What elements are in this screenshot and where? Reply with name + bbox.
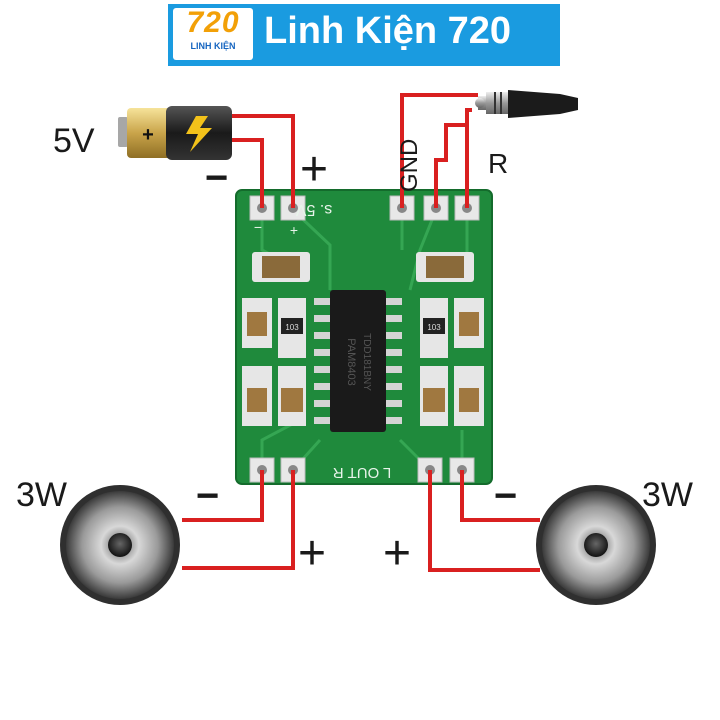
chip-label-2: TDD181BNY [361,333,372,391]
chip-pin-left [314,383,330,390]
logo-text: LINH KIỆN [190,41,236,51]
chip-pin-right [386,366,402,373]
right-speaker [536,485,656,605]
wire-input-gnd [434,123,466,208]
wire-power-plus [220,114,295,208]
left-speaker-power: 3W [16,476,67,514]
silk-bottom: L OUT R [333,464,392,481]
audio-jack [475,90,578,118]
right-speaker-minus: − [494,474,518,518]
chip-pin-left [314,417,330,424]
chip-pin-left [314,349,330,356]
silk-pad-plus: + [290,222,298,238]
left-passives: 103 [242,298,306,426]
amplifier-board: 103 103 PAM8403 TDD181BNY s. 5V − + L [235,189,493,485]
chip-pin-left [314,400,330,407]
chip-label-1: PAM8403 [345,338,357,386]
left-speaker-cap [108,533,132,557]
resistor-right-code: 103 [427,323,441,332]
left-speaker-plus: + [298,527,327,580]
battery-terminal [118,117,128,147]
wires [182,93,540,572]
wire-power-minus [220,138,264,208]
right-speaker-plus: + [383,527,412,580]
battery: + [118,106,232,160]
gnd-label: GND [396,138,423,192]
chip-pin-right [386,315,402,322]
wire-left-minus [182,470,264,522]
right-speaker-cap [584,533,608,557]
input-r-label: R [488,148,509,179]
brand-title: Linh Kiện 720 [264,10,512,52]
pcb-traces [260,208,469,291]
chip-pins [314,298,402,424]
capacitors [252,252,474,282]
right-speaker-power: 3W [642,476,693,514]
silk-pad-minus: − [254,219,262,235]
chip-pin-right [386,417,402,424]
capacitor-left [262,256,300,278]
wire-input-r [400,93,478,208]
jack-handle [508,90,578,118]
wire-right-minus [460,470,540,522]
voltage-label: 5V [53,122,95,160]
lightning-icon [186,116,212,152]
battery-gold-cap [127,108,171,158]
resistor-left [281,318,303,334]
wire-input-l [465,108,472,208]
chip-pin-right [386,383,402,390]
power-plus-label: + [300,143,329,196]
silk-top: s. 5V [295,201,332,218]
chip-pin-left [314,315,330,322]
battery-plus-mark: + [142,124,154,146]
chip-pin-right [386,400,402,407]
wire-left-plus [182,470,295,570]
resistor-left-code: 103 [285,323,299,332]
left-speaker [60,485,180,605]
chip-pin-right [386,349,402,356]
chip-pin-left [314,366,330,373]
capacitor-right [426,256,464,278]
wire-right-plus [428,470,540,572]
chip-pin-right [386,298,402,305]
resistor-right [423,318,445,334]
chip-pin-left [314,332,330,339]
power-minus-label: − [205,156,229,200]
amplifier-chip [330,290,386,432]
logo-box [173,8,253,60]
chip-pin-right [386,332,402,339]
jack-plug [486,92,508,114]
left-speaker-minus: − [196,474,220,518]
chip-pin-left [314,298,330,305]
logo-number: 720 [186,6,240,39]
right-passives: 103 [420,298,484,426]
